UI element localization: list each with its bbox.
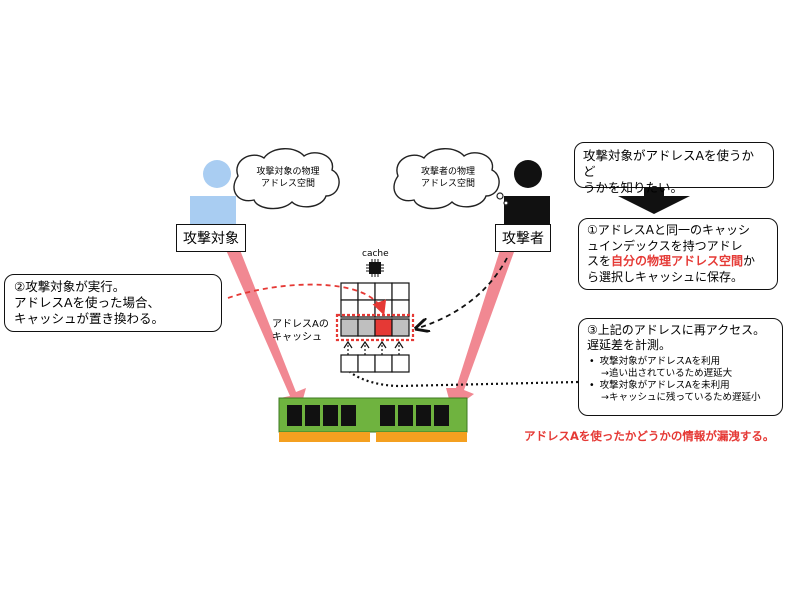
cache-grid	[340, 282, 410, 337]
victim-memory-arrow	[226, 250, 306, 410]
bullet-unused: 攻撃対象がアドレスAを未利用	[587, 380, 774, 392]
attacker-prime-arrow	[418, 257, 508, 328]
victim-access-arrow	[227, 283, 387, 316]
cache-chip-label: cache	[362, 249, 389, 259]
victim-address-space-cloud	[233, 148, 340, 210]
target-cache-line	[374, 318, 393, 337]
attacker-cache-blocks	[340, 340, 410, 373]
victim-label: 攻撃対象	[176, 224, 246, 252]
step1-callout: ①アドレスAと同一のキャッシ ュインデックスを持つアドレ スを自分の物理アドレス…	[578, 218, 778, 290]
attacker-label: 攻撃者	[495, 224, 551, 252]
cpu-chip-icon	[366, 259, 384, 277]
victim-cloud-text: 攻撃対象の物理アドレス空間	[256, 167, 320, 189]
own-address-space-highlight: 自分の物理アドレス空間	[611, 254, 744, 268]
cache-set-label: アドレスAのキャッシュ	[272, 319, 329, 343]
attacker-cloud-text: 攻撃者の物理アドレス空間	[420, 167, 475, 189]
step3-callout: ③上記のアドレスに再アクセス。 遅延差を計測。 攻撃対象がアドレスAを利用 →追…	[578, 318, 783, 416]
conclusion-text: アドレスAを使ったかどうかの情報が漏洩する。	[524, 429, 775, 443]
bullet-used: 攻撃対象がアドレスAを利用	[587, 356, 774, 368]
memory-module	[278, 397, 468, 442]
reaccess-dotted-line	[349, 371, 579, 388]
attacker-address-space-cloud	[393, 148, 509, 210]
bullet-used-result: →追い出されているため遅延大	[601, 368, 733, 379]
bullet-unused-result: →キャッシュに残っているため遅延小	[601, 392, 761, 403]
flow-down-arrow	[618, 188, 690, 214]
attacker-memory-arrow	[446, 250, 514, 410]
step2-callout: ②攻撃対象が実行。 アドレスAを使った場合、 キャッシュが置き換わる。	[4, 274, 222, 332]
attacker-intent-callout: 攻撃対象がアドレスAを使うかどうかを知りたい。	[574, 142, 774, 195]
